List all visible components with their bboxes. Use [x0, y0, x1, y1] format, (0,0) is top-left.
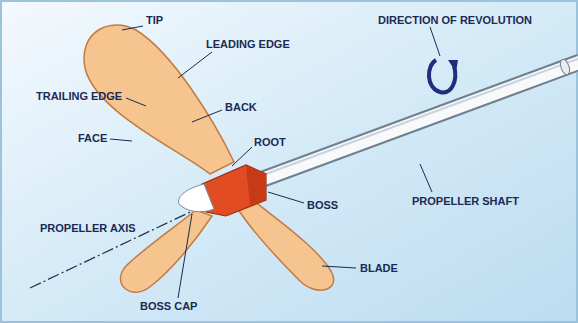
part-label: BACK [225, 101, 257, 114]
leader-lines [110, 26, 440, 298]
leader-line [232, 147, 252, 166]
part-label: PROPELLER AXIS [40, 222, 136, 235]
leader-line [126, 98, 146, 106]
shaft-shade [255, 58, 578, 178]
blade [236, 199, 334, 290]
part-label: PROPELLER SHAFT [412, 195, 519, 208]
boss-cap [179, 184, 214, 212]
leader-line [192, 110, 222, 122]
shaft-outline [255, 62, 578, 182]
leader-line [420, 164, 432, 192]
leader-line [178, 214, 192, 298]
part-label: FACE [78, 132, 107, 145]
leader-line [268, 192, 304, 203]
part-label: BLADE [360, 262, 398, 275]
leader-line [110, 139, 132, 141]
leader-line [178, 52, 212, 78]
leader-line [322, 266, 356, 268]
revolution-arrowhead [448, 60, 458, 72]
propeller-shaft [255, 62, 578, 182]
leader-line [430, 27, 440, 56]
part-label: BOSS [307, 199, 338, 212]
part-label: ROOT [254, 136, 286, 149]
shaft-end [559, 58, 572, 76]
part-label: DIRECTION OF REVOLUTION [378, 14, 532, 27]
leader-line [122, 26, 143, 30]
part-label: TRAILING EDGE [36, 90, 122, 103]
boss-shade [246, 165, 266, 206]
part-label: LEADING EDGE [206, 38, 290, 51]
part-label: BOSS CAP [140, 300, 197, 313]
part-label: TIP [146, 14, 163, 27]
